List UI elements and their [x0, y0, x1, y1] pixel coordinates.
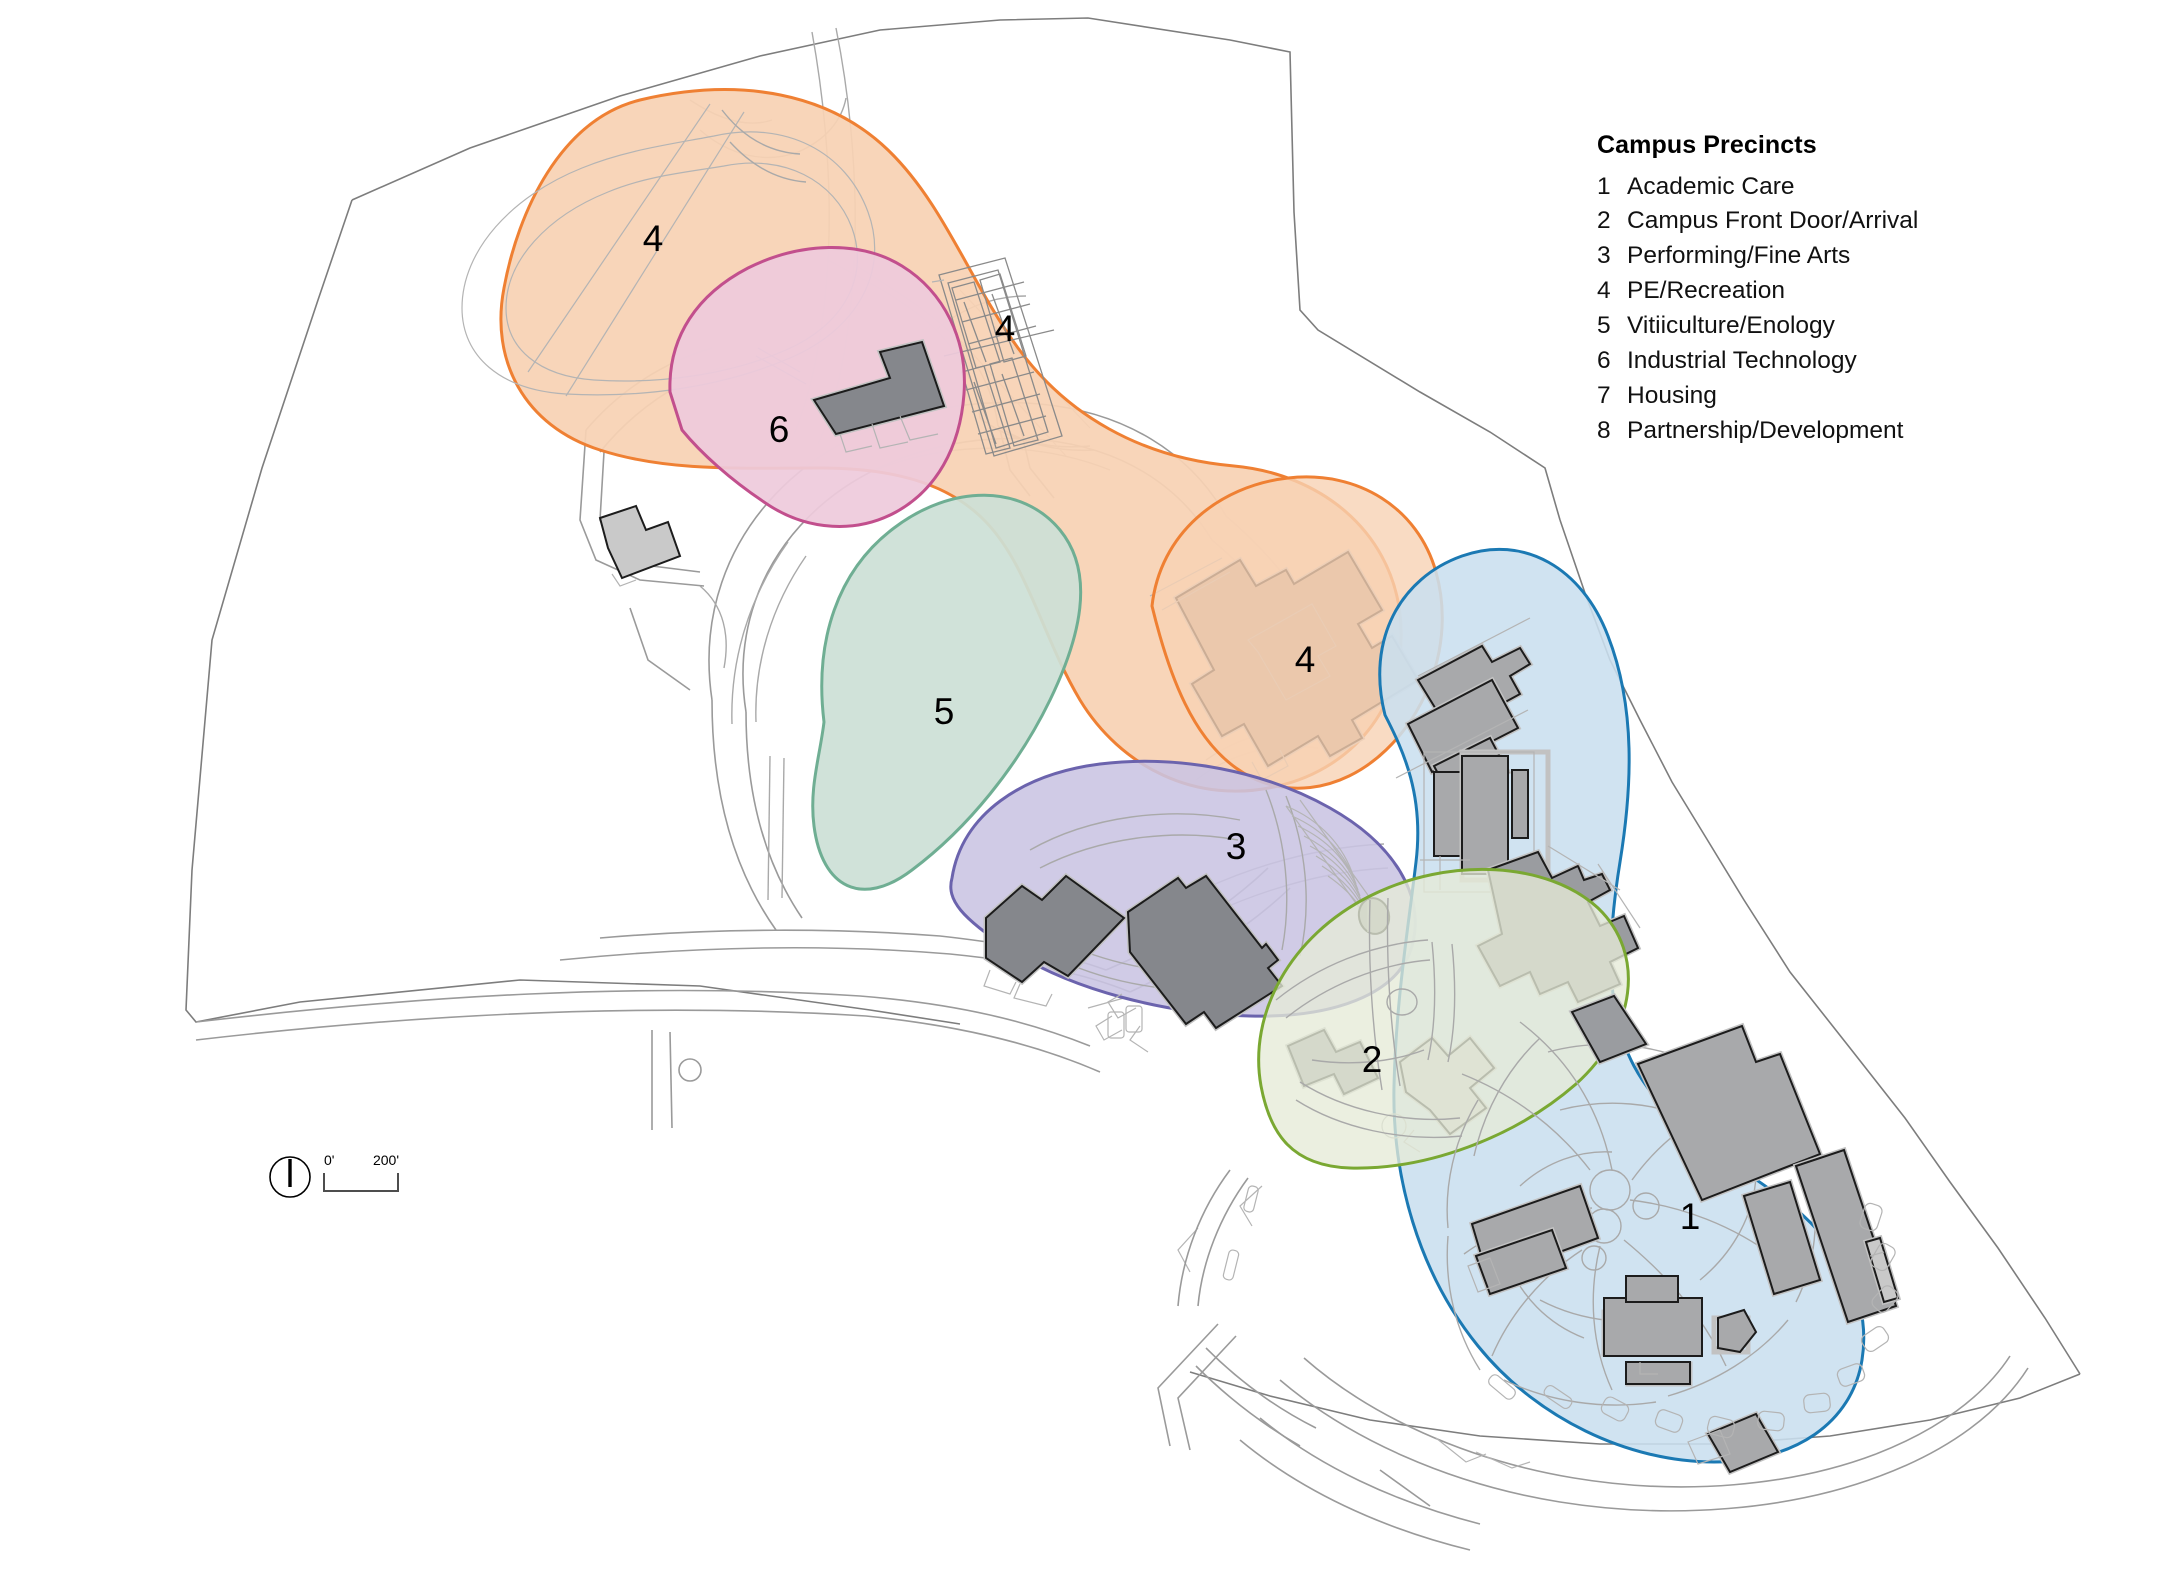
- legend-item-7[interactable]: 7 Housing: [1597, 381, 2117, 410]
- legend: Campus Precincts 1 Academic Care 2 Campu…: [1597, 131, 2117, 451]
- legend-item-label: Academic Care: [1627, 172, 1795, 200]
- legend-item-label: Industrial Technology: [1627, 346, 1857, 374]
- legend-item-label: Campus Front Door/Arrival: [1627, 207, 1919, 235]
- performing-arts-buildings: [983, 872, 1286, 1053]
- zone-6[interactable]: [668, 246, 966, 528]
- legend-item-number: 3: [1597, 242, 1611, 270]
- legend-item-label: PE/Recreation: [1627, 277, 1785, 305]
- legend-item-number: 5: [1597, 312, 1611, 340]
- zone-2[interactable]: [1257, 867, 1630, 1170]
- scale-and-compass: 0' 200': [268, 1143, 498, 1213]
- academic-quad-buildings: [1467, 992, 1902, 1476]
- zone-label-4-north: 4: [643, 218, 664, 259]
- scale-bar: [323, 1173, 399, 1192]
- legend-item-4[interactable]: 4 PE/Recreation: [1597, 276, 2117, 305]
- zone-label-2: 2: [1362, 1039, 1383, 1080]
- zone-label-5: 5: [934, 691, 955, 732]
- legend-item-2[interactable]: 2 Campus Front Door/Arrival: [1597, 206, 2117, 235]
- legend-item-label: Performing/Fine Arts: [1627, 242, 1851, 270]
- legend-item-number: 2: [1597, 207, 1611, 235]
- north-arrow-icon: [269, 1156, 311, 1198]
- zone-label-4-gym: 4: [1295, 639, 1316, 680]
- zone-label-1: 1: [1680, 1196, 1701, 1237]
- south-parking: [1157, 1169, 2029, 1551]
- legend-item-number: 7: [1597, 381, 1611, 409]
- zone-label-3: 3: [1226, 826, 1247, 867]
- legend-item-number: 1: [1597, 172, 1611, 200]
- arrival-paths: [1275, 897, 1463, 1139]
- legend-item-number: 6: [1597, 346, 1611, 374]
- west-outbuilding: [598, 504, 682, 587]
- legend-item-label: Housing: [1627, 381, 1717, 409]
- scale-end-label: 200': [373, 1152, 399, 1168]
- legend-item-3[interactable]: 3 Performing/Fine Arts: [1597, 241, 2117, 270]
- legend-item-8[interactable]: 8 Partnership/Development: [1597, 416, 2117, 445]
- legend-item-number: 8: [1597, 416, 1611, 444]
- legend-title: Campus Precincts: [1597, 131, 1817, 159]
- legend-item-6[interactable]: 6 Industrial Technology: [1597, 346, 2117, 375]
- zone-label-4-courts: 4: [995, 308, 1016, 349]
- zone-label-6: 6: [769, 409, 790, 450]
- scale-start-label: 0': [324, 1152, 334, 1168]
- legend-item-5[interactable]: 5 Vitiiculture/Enology: [1597, 311, 2117, 340]
- legend-item-number: 4: [1597, 277, 1611, 305]
- academic-central-buildings: [1420, 749, 1551, 893]
- tennis-courts: [931, 257, 1063, 457]
- legend-item-1[interactable]: 1 Academic Care: [1597, 172, 2117, 201]
- legend-item-label: Partnership/Development: [1627, 416, 1904, 444]
- industrial-technology-buildings: [810, 339, 948, 453]
- zone-5[interactable]: [811, 493, 1083, 891]
- legend-item-label: Vitiiculture/Enology: [1627, 312, 1835, 340]
- zone-labels: 4 4 4 6 5 3 2 1: [643, 218, 1701, 1237]
